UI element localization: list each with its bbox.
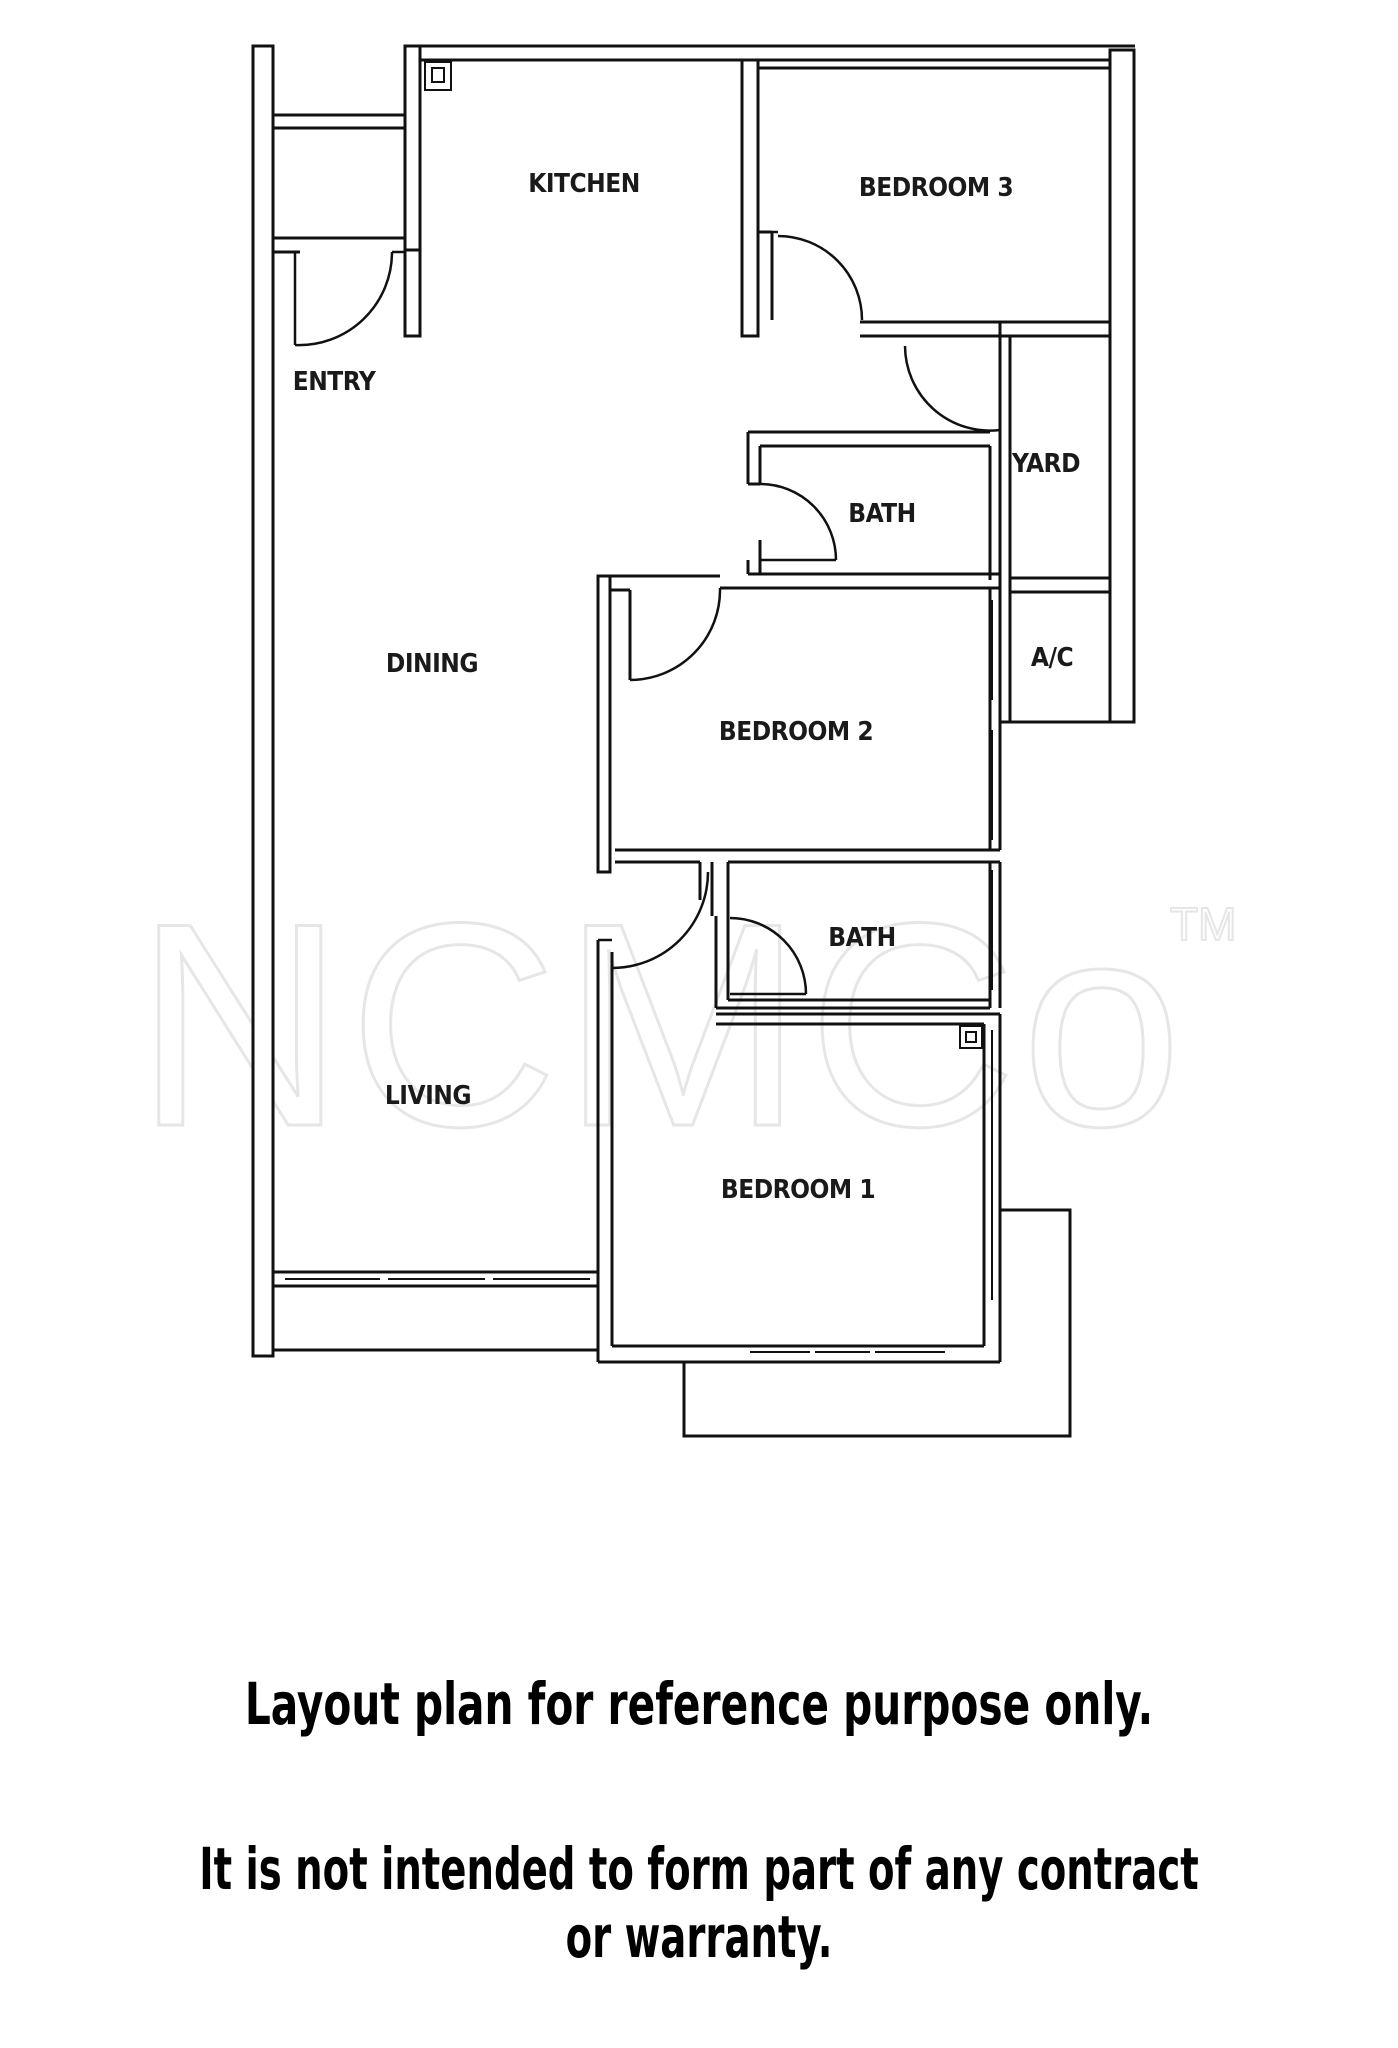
watermark-logo: NCMCo: [135, 863, 1186, 1187]
label-bath-lower: BATH: [828, 923, 895, 953]
label-bedroom-3: BEDROOM 3: [859, 173, 1013, 203]
label-bedroom-2: BEDROOM 2: [719, 717, 873, 747]
label-bath-upper: BATH: [848, 499, 915, 529]
label-dining: DINING: [386, 649, 478, 679]
watermark: NCMCo TM: [134, 862, 1238, 1189]
label-entry: ENTRY: [293, 367, 377, 397]
outer-walls: [251, 44, 1136, 1438]
floor-plan-diagram: NCMCo TM: [134, 44, 1238, 1438]
watermark-trademark: TM: [1170, 898, 1236, 950]
room-labels: KITCHEN BEDROOM 3 ENTRY YARD BATH DINING…: [293, 169, 1081, 1205]
label-ac: A/C: [1031, 643, 1073, 673]
doors: [293, 230, 1001, 996]
disclaimer-line-1: Layout plan for reference purpose only.: [244, 1670, 1154, 1738]
disclaimer-line-2: It is not intended to form part of any c…: [199, 1835, 1199, 1971]
label-kitchen: KITCHEN: [528, 169, 640, 199]
label-bedroom-1: BEDROOM 1: [721, 1175, 875, 1205]
label-living: LIVING: [385, 1081, 471, 1111]
label-yard: YARD: [1011, 449, 1080, 479]
